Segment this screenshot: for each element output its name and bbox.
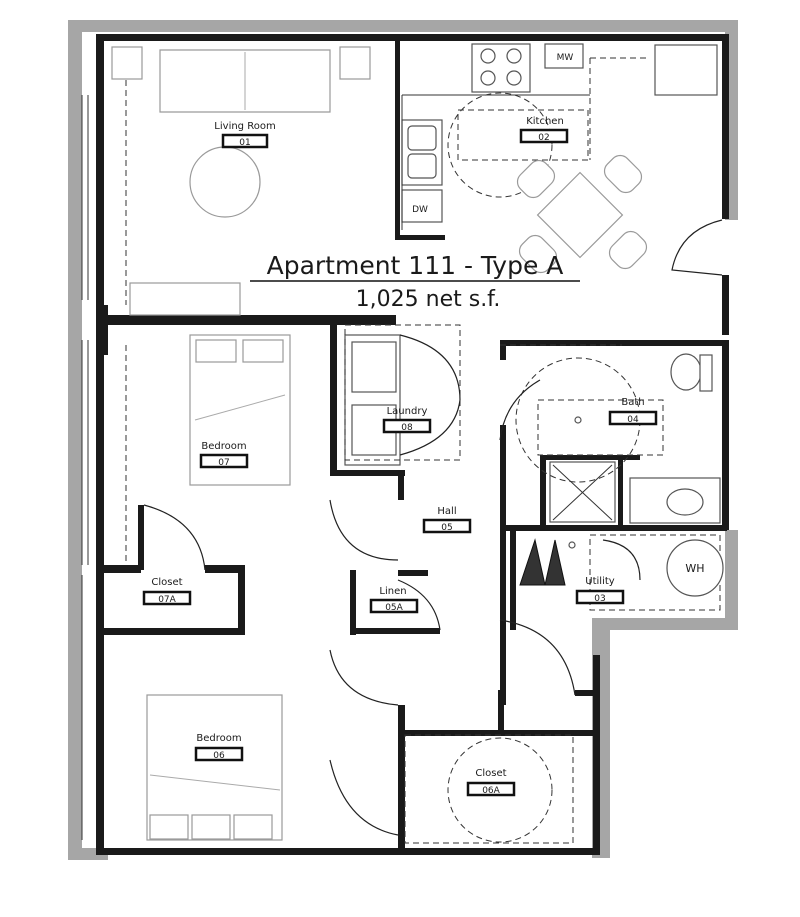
room-number: 07 xyxy=(218,458,229,468)
room-name: Bedroom xyxy=(196,733,241,744)
room-name: Kitchen xyxy=(526,116,564,127)
room-number: 07A xyxy=(158,595,176,605)
closet-06a-fixtures xyxy=(404,734,574,844)
room-name: Bath xyxy=(621,397,644,408)
bath-fixtures xyxy=(515,353,721,524)
room-tag-closet-07a: Closet 07A xyxy=(142,577,192,606)
door-swings xyxy=(143,219,723,836)
interior-walls xyxy=(96,40,727,850)
room-tag-laundry: Laundry 08 xyxy=(382,406,432,434)
room-tag-bath: Bath 04 xyxy=(608,397,658,426)
room-name: Closet xyxy=(475,768,506,779)
room-number: 06A xyxy=(482,786,500,796)
room-number: 08 xyxy=(401,423,413,433)
kitchen-fixtures xyxy=(401,43,718,230)
room-tag-living: Living Room 01 xyxy=(214,121,276,149)
plan-title-block: Apartment 111 - Type A 1,025 net s.f. xyxy=(250,251,580,312)
utility-fixtures xyxy=(519,534,724,611)
appliance-labels: MW DW WH xyxy=(412,53,705,575)
living-room-furniture xyxy=(111,46,371,316)
plan-area: 1,025 net s.f. xyxy=(356,287,501,312)
room-number: 02 xyxy=(538,133,549,143)
plan-title: Apartment 111 - Type A xyxy=(267,251,564,280)
room-name: Bedroom xyxy=(201,441,246,452)
room-number: 04 xyxy=(627,415,639,425)
room-name: Laundry xyxy=(387,406,428,417)
room-number: 03 xyxy=(594,594,605,604)
room-tag-utility: Utility 03 xyxy=(575,576,625,605)
room-name: Living Room xyxy=(214,121,275,132)
room-number: 06 xyxy=(213,751,225,761)
room-number: 05 xyxy=(441,523,452,533)
room-name: Closet xyxy=(151,577,182,588)
room-tag-bedroom-06: Bedroom 06 xyxy=(194,733,244,762)
room-name: Utility xyxy=(585,576,614,587)
exterior-walls xyxy=(96,34,729,855)
microwave-label: MW xyxy=(557,53,574,63)
room-tag-bedroom-07: Bedroom 07 xyxy=(199,441,249,469)
room-number: 01 xyxy=(239,138,250,148)
room-name: Linen xyxy=(379,586,406,597)
bedroom-06-furniture xyxy=(146,694,283,841)
room-tag-closet-06a: Closet 06A xyxy=(466,768,516,797)
room-name: Hall xyxy=(437,506,456,517)
dining-table xyxy=(516,154,648,274)
dishwasher-label: DW xyxy=(412,205,428,215)
room-tag-kitchen: Kitchen 02 xyxy=(519,116,569,144)
room-number: 05A xyxy=(385,603,403,613)
room-tag-linen: Linen 05A xyxy=(369,586,419,614)
room-tag-hall: Hall 05 xyxy=(422,506,472,534)
laundry-fixtures xyxy=(344,324,461,466)
water-heater-label: WH xyxy=(685,562,704,575)
windows xyxy=(81,80,127,840)
